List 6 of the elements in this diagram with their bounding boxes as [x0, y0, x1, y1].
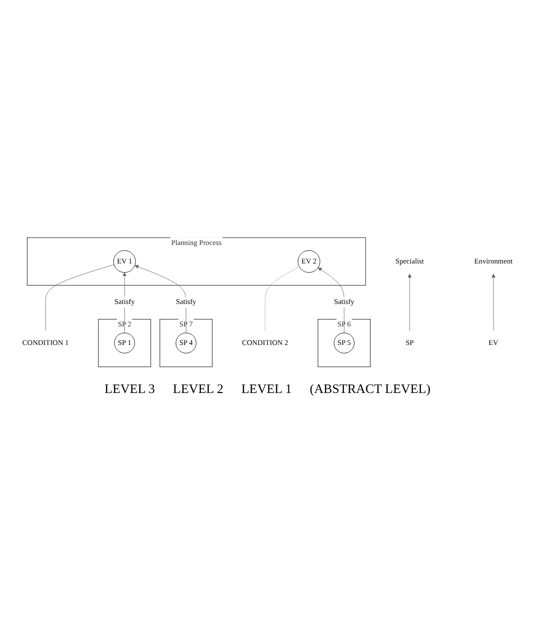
level-label: LEVEL 2 [172, 380, 224, 397]
connector [45, 264, 114, 332]
level-label: LEVEL 3 [104, 380, 155, 397]
level-label: (ABSTRACT LEVEL) [310, 380, 430, 397]
level-label: LEVEL 1 [241, 380, 292, 397]
connector [264, 266, 300, 332]
